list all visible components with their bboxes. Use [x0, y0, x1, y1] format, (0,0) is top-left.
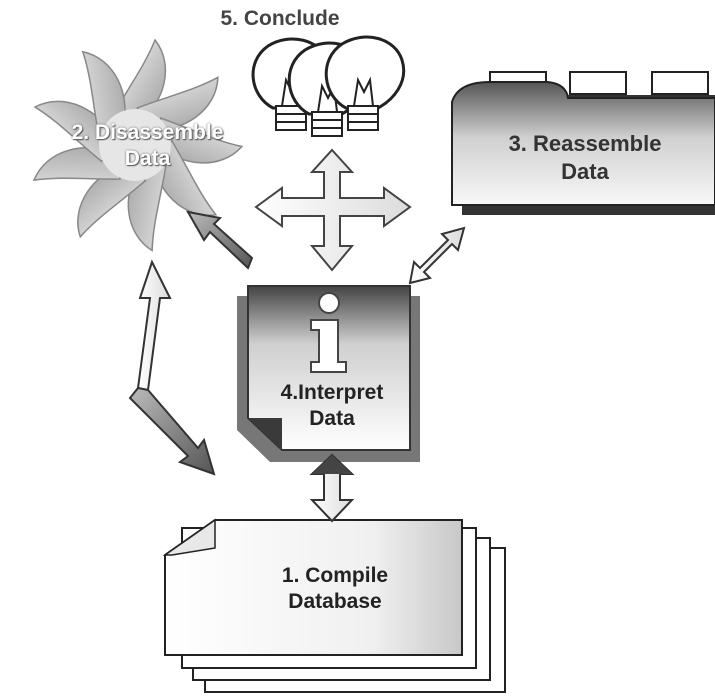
interpret-line1: 4.Interpret	[280, 381, 384, 404]
interpret-line2: Data	[309, 407, 355, 431]
arrow-interpret-reassemble	[408, 226, 466, 285]
disassemble-line1: 2. Disassemble	[71, 121, 224, 144]
arrow-compile-interpret	[309, 453, 355, 523]
reassemble-line2: Data	[561, 158, 609, 184]
starburst-icon	[32, 38, 244, 252]
information-icon	[237, 285, 420, 462]
disassemble-label: 2. Disassemble Data	[40, 120, 255, 173]
file-folder-icon	[451, 71, 715, 215]
bulb-3	[324, 35, 406, 131]
reassemble-label: 3. Reassemble Data	[470, 130, 700, 185]
document-stack-icon	[162, 518, 506, 693]
arrow-disassemble-compile	[128, 259, 216, 476]
compile-line1: 1. Compile	[281, 564, 389, 587]
compile-line2: Database	[288, 590, 382, 614]
disassemble-line2: Data	[124, 147, 171, 171]
interpret-label: 4.Interpret Data	[262, 380, 402, 433]
compile-label: 1. Compile Database	[225, 563, 445, 616]
four-way-arrow	[254, 148, 412, 272]
starburst-petal	[81, 50, 126, 138]
arrow-to-disassemble	[186, 210, 254, 270]
reassemble-line1: 3. Reassemble	[508, 131, 662, 156]
conclude-label: 5. Conclude	[200, 6, 360, 32]
conclude-text: 5. Conclude	[220, 7, 340, 30]
lightbulbs-icon	[251, 35, 406, 137]
